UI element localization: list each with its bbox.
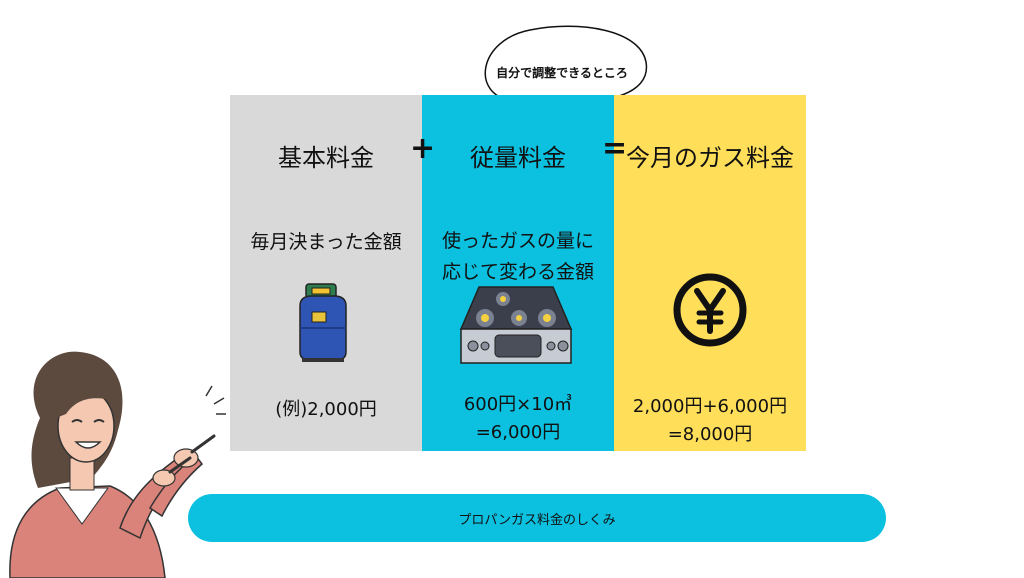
equals-operator: =	[602, 131, 628, 166]
usage-fee-example-line1: 600円×10㎥	[463, 394, 573, 415]
basic-fee-example: (例)2,000円	[275, 399, 377, 420]
usage-fee-column	[422, 95, 614, 451]
usage-fee-description-line1: 使ったガスの量に	[441, 230, 594, 252]
basic-fee-description: 毎月決まった金額	[250, 231, 402, 253]
footer-bar: プロパンガス料金のしくみ	[188, 494, 886, 542]
plus-operator: +	[410, 131, 436, 166]
gas-stove-icon	[459, 286, 573, 364]
total-fee-example-line1: 2,000円+6,000円	[632, 396, 788, 417]
basic-fee-column	[230, 95, 422, 451]
yen-icon	[673, 273, 747, 347]
propane-tank-icon	[299, 283, 347, 362]
total-fee-column	[614, 95, 806, 451]
woman-pointing-icon	[9, 351, 226, 578]
total-fee-title: 今月のガス料金	[626, 144, 794, 172]
footer-bar-label: プロパンガス料金のしくみ	[458, 513, 616, 528]
speech-bubble-text: 自分で調整できるところ	[496, 66, 628, 80]
basic-fee-title: 基本料金	[278, 144, 374, 172]
usage-fee-title: 従量料金	[470, 144, 566, 172]
usage-fee-description-line2: 応じて変わる金額	[441, 261, 594, 283]
total-fee-example-line2: =8,000円	[667, 424, 753, 445]
usage-fee-example-line2: =6,000円	[475, 422, 561, 443]
